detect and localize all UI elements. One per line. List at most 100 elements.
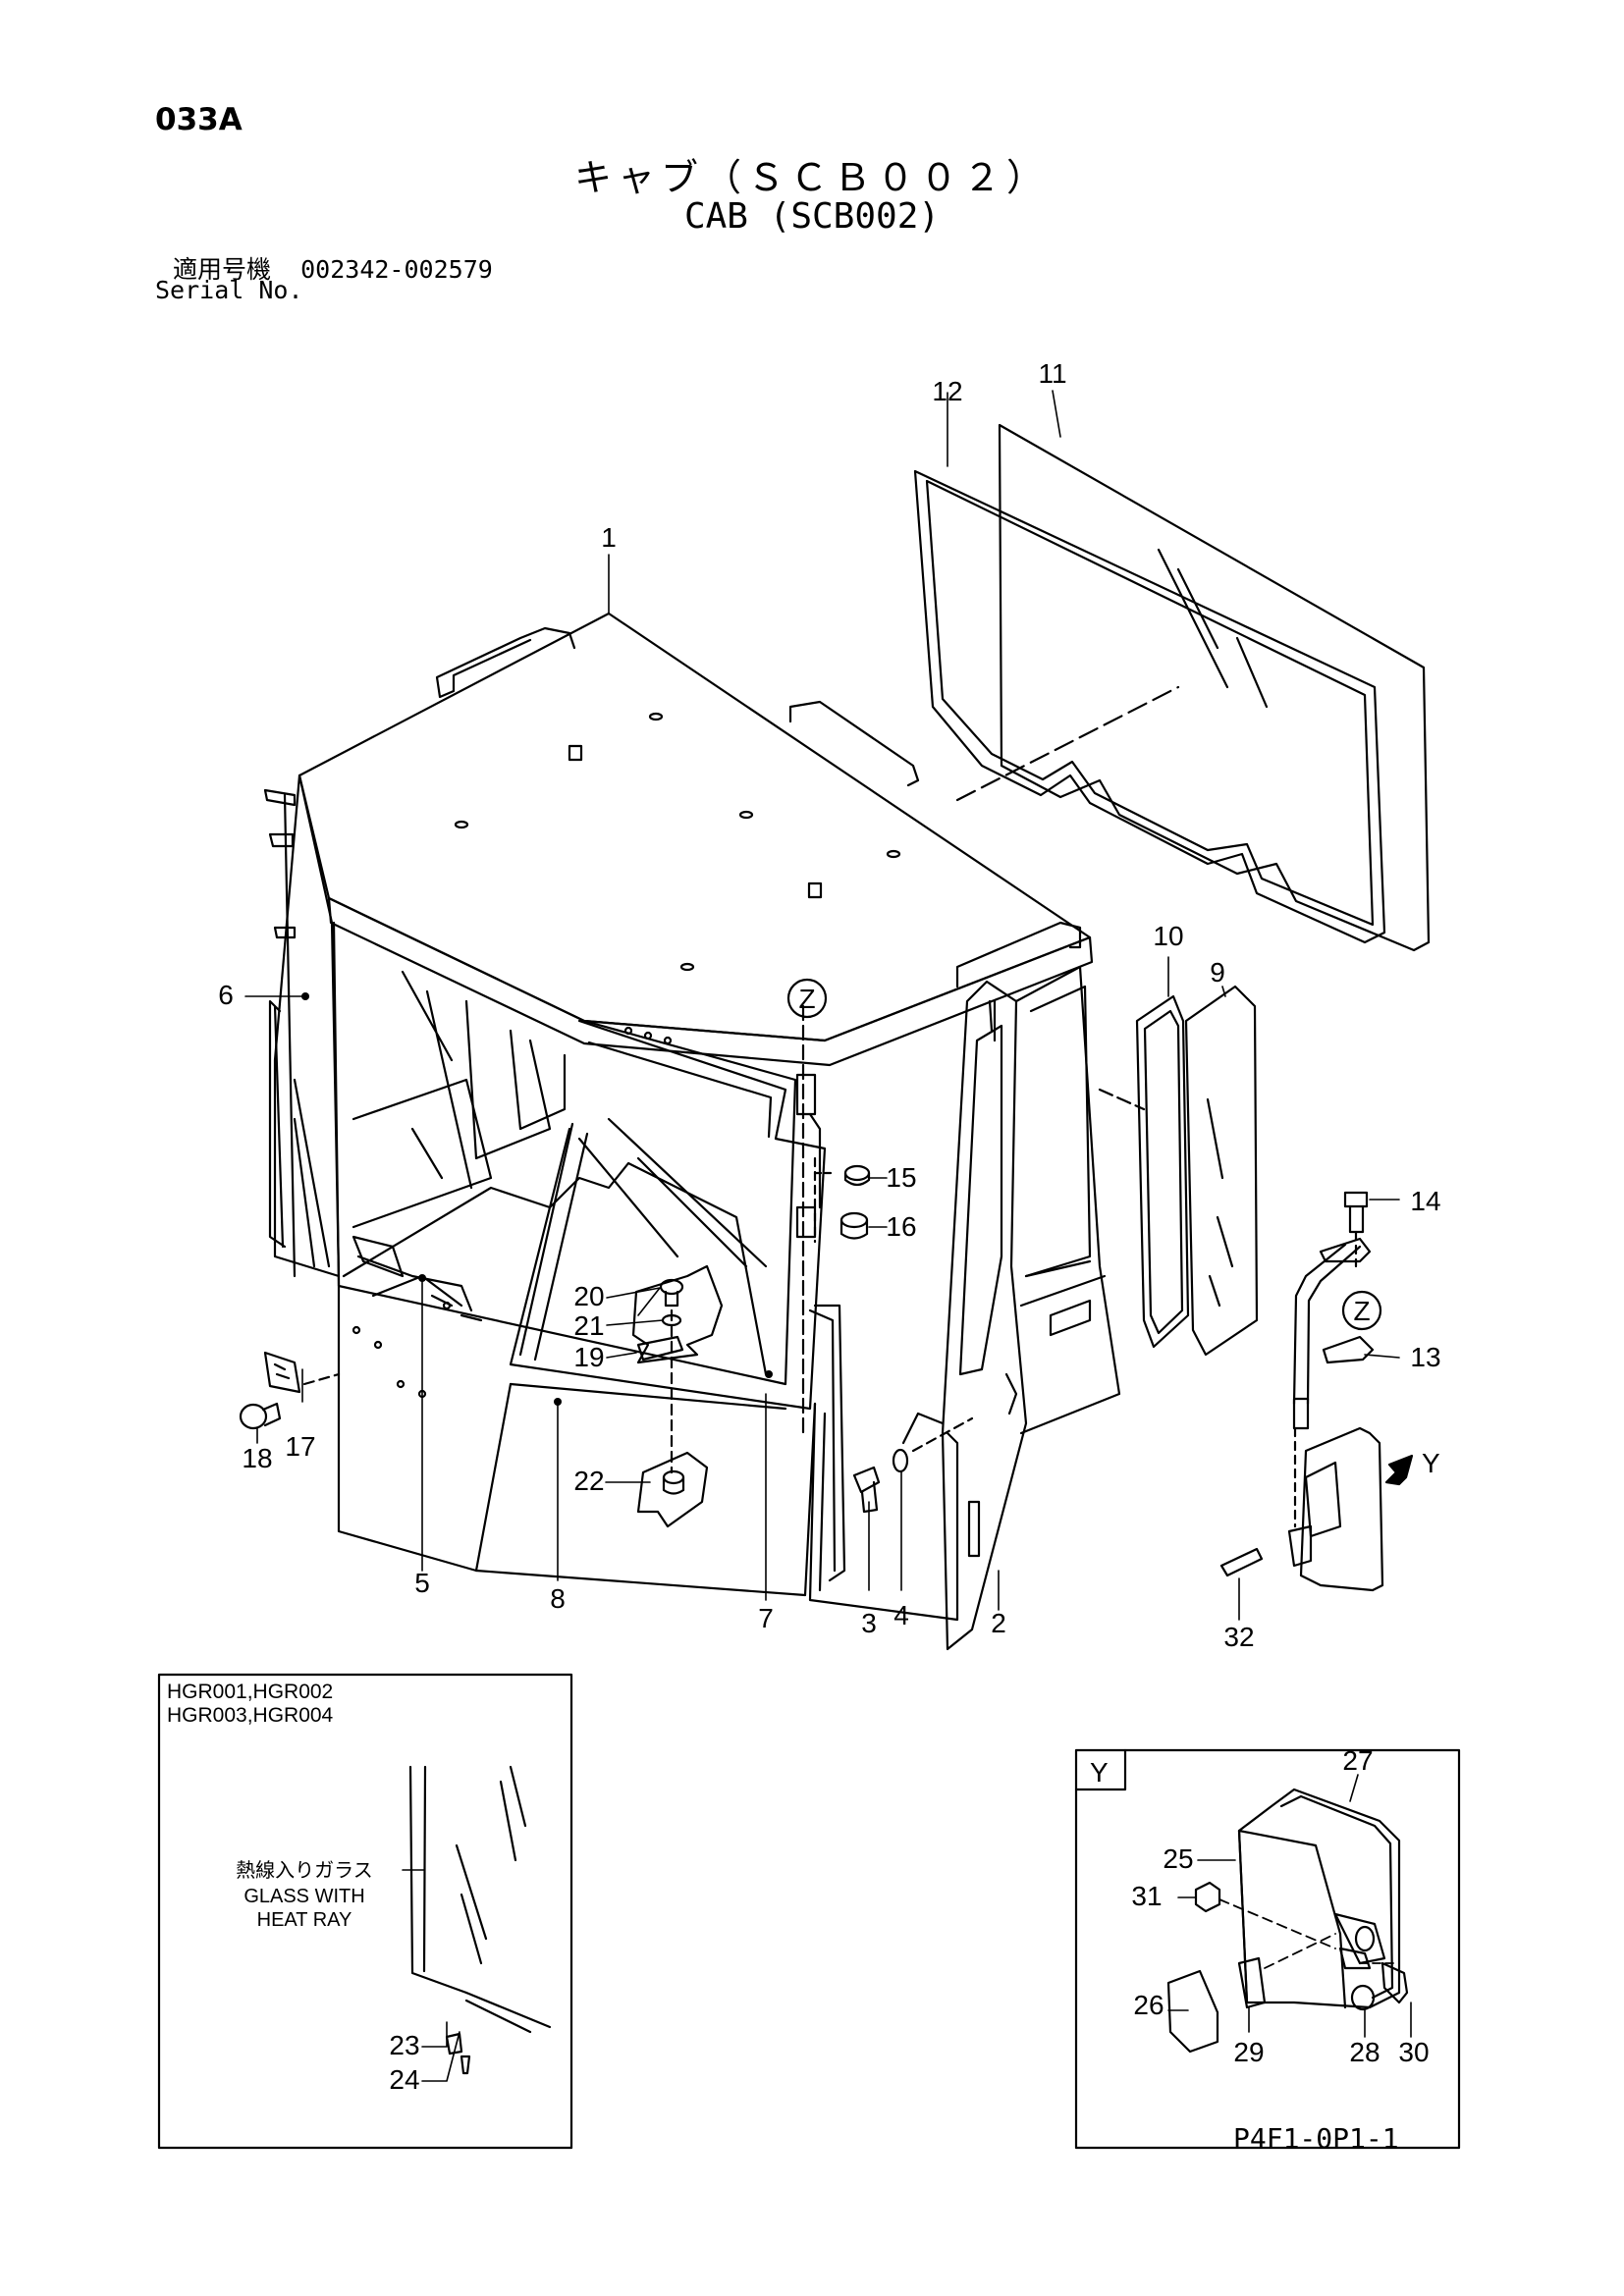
mirror-bolt — [1343, 1191, 1369, 1268]
page-code: 033A — [155, 102, 243, 137]
callout-27: 27 — [1342, 1745, 1373, 1776]
collar-16 — [839, 1211, 869, 1240]
heat-ray-leader — [402, 1869, 460, 2082]
mirror-detail — [1237, 1788, 1401, 2009]
cab-right-side — [1014, 965, 1121, 1435]
bolt-18 — [239, 1402, 282, 1430]
nut-31 — [1194, 1881, 1221, 1913]
callout-11: 11 — [1038, 358, 1066, 389]
plate-17 — [263, 1351, 301, 1394]
callout-18: 18 — [242, 1443, 272, 1473]
leader-lines — [244, 390, 1400, 1621]
terminal-24 — [460, 2055, 471, 2075]
callout-4: 4 — [893, 1600, 909, 1630]
callout-29: 29 — [1233, 2037, 1264, 2067]
lower-handrail — [808, 1304, 846, 1582]
washer-28 — [1350, 1984, 1376, 2011]
callout-2: 2 — [991, 1608, 1006, 1638]
mirror-pin — [1219, 1547, 1264, 1577]
page-title-en: CAB (SCB002) — [683, 196, 941, 237]
cab-left-side — [273, 774, 341, 1278]
callout-15: 15 — [886, 1162, 916, 1193]
callout-19: 19 — [573, 1342, 604, 1372]
cab-door — [941, 980, 1028, 1651]
roof-handrail-front — [955, 921, 1082, 988]
heat-glass-label-jp: 熱線入りガラス — [236, 1859, 373, 1882]
leader-dots — [301, 992, 773, 1406]
view-z-label-top: Z — [798, 984, 815, 1014]
callout-7: 7 — [758, 1603, 774, 1633]
callout-3: 3 — [861, 1608, 877, 1638]
serial-applicability: 適用号機 002342-002579 — [173, 250, 493, 286]
callout-17: 17 — [285, 1431, 315, 1462]
view-z-label-stay: Z — [1353, 1296, 1370, 1326]
callout-6: 6 — [218, 980, 234, 1010]
bracket-29 — [1237, 1956, 1267, 2009]
callout-13: 13 — [1410, 1342, 1440, 1372]
rear-view-mirror — [1287, 1426, 1384, 1592]
callout-10: 10 — [1153, 921, 1183, 951]
rear-window-glass — [998, 423, 1431, 952]
plate-15 — [843, 1164, 871, 1187]
callout-32: 32 — [1223, 1622, 1254, 1652]
roof-handrail-rear — [788, 700, 920, 787]
callout-22: 22 — [573, 1466, 604, 1496]
washer-4 — [892, 1448, 909, 1473]
cab-body — [263, 612, 1121, 1651]
roof-bolts — [454, 712, 901, 972]
serial-label-jp: 適用号機 — [173, 255, 272, 284]
nut-22 — [662, 1469, 685, 1495]
inset-view-y-box — [1074, 1748, 1461, 2150]
side-window-glass — [1184, 985, 1259, 1357]
callout-8: 8 — [550, 1583, 566, 1614]
callout-24: 24 — [389, 2064, 419, 2095]
screw-30 — [1380, 1961, 1409, 2004]
side-window-seal — [1135, 994, 1190, 1349]
inset-view-y-tag-frame — [1074, 1748, 1127, 1791]
callout-30: 30 — [1398, 2037, 1429, 2067]
cab-lower-front — [337, 1274, 513, 1573]
view-y-arrow — [1384, 1454, 1414, 1486]
heat-glass-label-en1: GLASS WITH — [244, 1886, 364, 1907]
callout-14: 14 — [1410, 1186, 1440, 1216]
callout-5: 5 — [414, 1568, 430, 1598]
page-title-jp: キャブ（ＳＣＢ００２） — [573, 156, 1050, 199]
rear-glass-centerline — [955, 685, 1180, 802]
view-z-marker-top — [786, 978, 828, 1019]
callout-21: 21 — [573, 1310, 604, 1341]
serial-range: 002342-002579 — [300, 255, 493, 284]
heat-glass-label-en2: HEAT RAY — [257, 1909, 352, 1931]
bolt-3 — [852, 1466, 881, 1514]
callout-9: 9 — [1210, 957, 1225, 988]
serial-label-en: Serial No. — [155, 276, 303, 304]
callout-28: 28 — [1349, 2037, 1380, 2067]
callout-1: 1 — [601, 522, 617, 553]
view-y-label: Y — [1422, 1448, 1440, 1478]
heat-ray-glass — [408, 1765, 552, 2034]
callout-25: 25 — [1163, 1843, 1193, 1874]
inset-models-line2: HGR003,HGR004 — [167, 1704, 334, 1727]
mirror-stay — [1292, 1237, 1375, 1430]
screw-20 — [659, 1278, 684, 1308]
floor-cutout-lower — [636, 1451, 709, 1528]
inset-models-line1: HGR001,HGR002 — [167, 1681, 333, 1703]
inset-y-leader-lines — [1167, 1774, 1412, 2038]
terminal-23 — [445, 2032, 463, 2056]
inset-view-y-tag: Y — [1090, 1757, 1109, 1788]
cab-interior-frame — [332, 921, 797, 1386]
callout-31: 31 — [1131, 1881, 1162, 1911]
cab-roof — [298, 612, 1092, 1042]
view-z-marker-stay — [1341, 1290, 1382, 1331]
block-19 — [636, 1335, 684, 1362]
footer-page-code: P4F1-0P1-1 — [1233, 2122, 1399, 2155]
roof-handrail-left — [435, 626, 576, 699]
floor-cutout-upper — [631, 1264, 724, 1364]
front-window-frame — [509, 1019, 827, 1411]
callout-12: 12 — [932, 376, 962, 406]
rear-window-seal — [913, 469, 1386, 944]
callout-26: 26 — [1133, 1990, 1164, 2020]
callout-23: 23 — [389, 2030, 419, 2060]
callout-20: 20 — [573, 1281, 604, 1311]
